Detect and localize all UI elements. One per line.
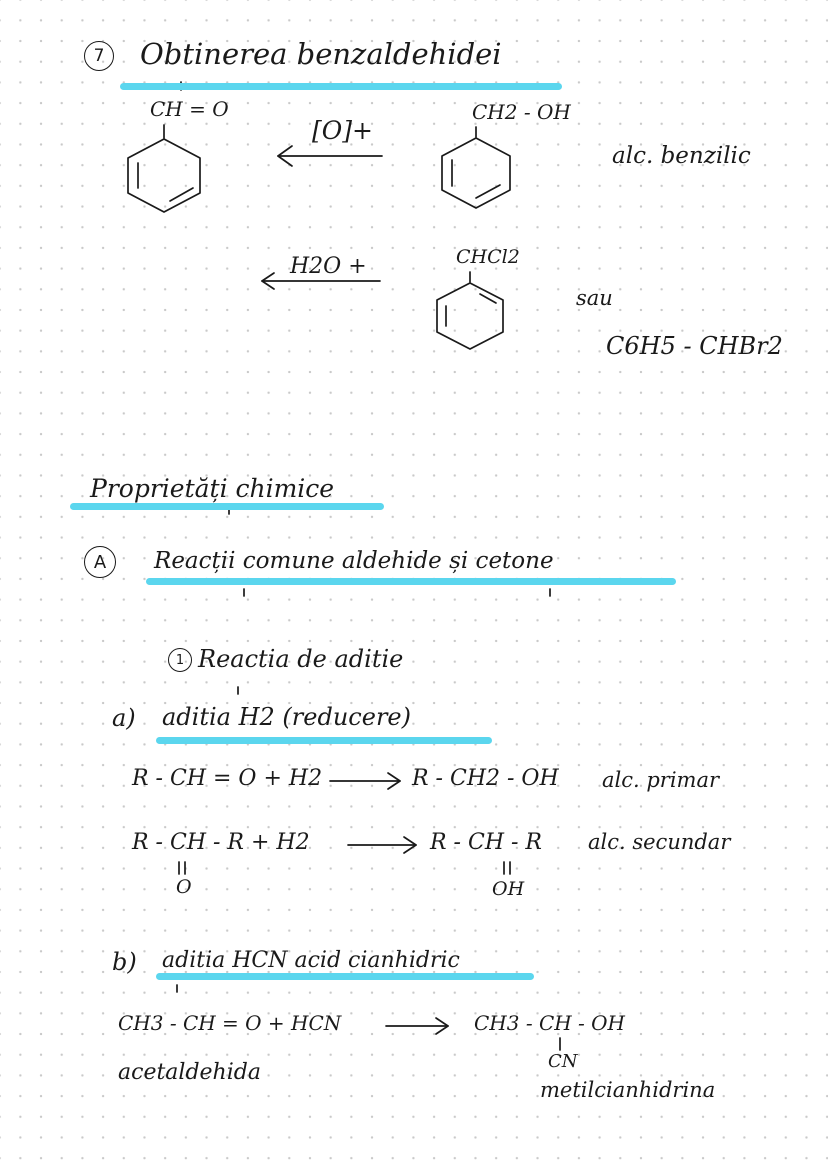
- benzyl-alcohol-label: alc. benzilic: [612, 143, 751, 169]
- section-a-letter: A: [93, 551, 107, 573]
- eq1-product: R - CH2 - OH: [412, 766, 559, 791]
- or-label: sau: [576, 286, 613, 310]
- section-number-circle: 7: [84, 41, 114, 71]
- section-a-highlight: [146, 578, 676, 585]
- section-a-circle: A: [84, 546, 116, 578]
- oxidation-reagent: [O]+: [312, 116, 373, 145]
- part-a-title: aditia H2 (reducere): [162, 703, 411, 731]
- dichloride-benzene-ring: [436, 271, 504, 350]
- eq3-reactants: CH3 - CH = O + HCN: [118, 1011, 342, 1035]
- eq3-cyano: CN: [548, 1051, 578, 1072]
- benzyl-alcohol-group: CH2 - OH: [472, 100, 571, 124]
- section-number: 7: [93, 46, 105, 66]
- benzaldehyde-group: CH = O: [150, 97, 229, 121]
- reduction-arrow-2: [347, 836, 417, 854]
- section-a-title: Reacții comune aldehide și cetone: [154, 548, 554, 574]
- part-a-highlight: [156, 737, 492, 744]
- eq1-reactants: R - CH = O + H2: [132, 766, 323, 791]
- benzaldehyde-benzene-ring: [127, 124, 201, 213]
- subsection-1-number: 1: [175, 652, 185, 668]
- ketone-double-bond: [178, 861, 186, 875]
- section-title-highlight: [120, 83, 562, 90]
- hcn-arrow: [385, 1017, 449, 1035]
- eq2-reactants: R - CH - R + H2: [132, 830, 310, 855]
- eq2-label: alc. secundar: [588, 830, 731, 854]
- eq3-product-label: metilcianhidrina: [540, 1078, 716, 1102]
- part-b-title: aditia HCN acid cianhidric: [162, 948, 460, 973]
- eq2-oxygen: O: [176, 876, 192, 898]
- part-b-label: b): [112, 948, 137, 976]
- subsection-1-circle: 1: [168, 648, 192, 672]
- subsection-1-title: Reactia de aditie: [198, 645, 404, 673]
- part-b-highlight: [156, 973, 534, 980]
- alternative-formula: C6H5 - CHBr2: [606, 332, 783, 360]
- part-a-label: a): [112, 704, 136, 732]
- eq2-product: R - CH - R: [430, 830, 542, 855]
- eq3-reactant-label: acetaldehida: [118, 1060, 261, 1085]
- section-title: Obtinerea benzaldehidei: [140, 37, 502, 71]
- eq3-product: CH3 - CH - OH: [474, 1011, 625, 1035]
- alcohol-bond-mark: [503, 861, 511, 875]
- reduction-arrow-1: [329, 772, 401, 790]
- dichloride-group: CHCl2: [456, 246, 520, 268]
- properties-title: Proprietăți chimice: [90, 474, 335, 503]
- hydrolysis-reagent: H2O +: [290, 254, 367, 279]
- properties-title-highlight: [70, 503, 384, 510]
- eq1-label: alc. primar: [602, 768, 720, 792]
- oxidation-arrow: [277, 145, 383, 167]
- eq2-hydroxyl: OH: [492, 878, 525, 900]
- benzyl-alcohol-benzene-ring: [441, 126, 511, 209]
- hydrolysis-arrow: [261, 272, 381, 290]
